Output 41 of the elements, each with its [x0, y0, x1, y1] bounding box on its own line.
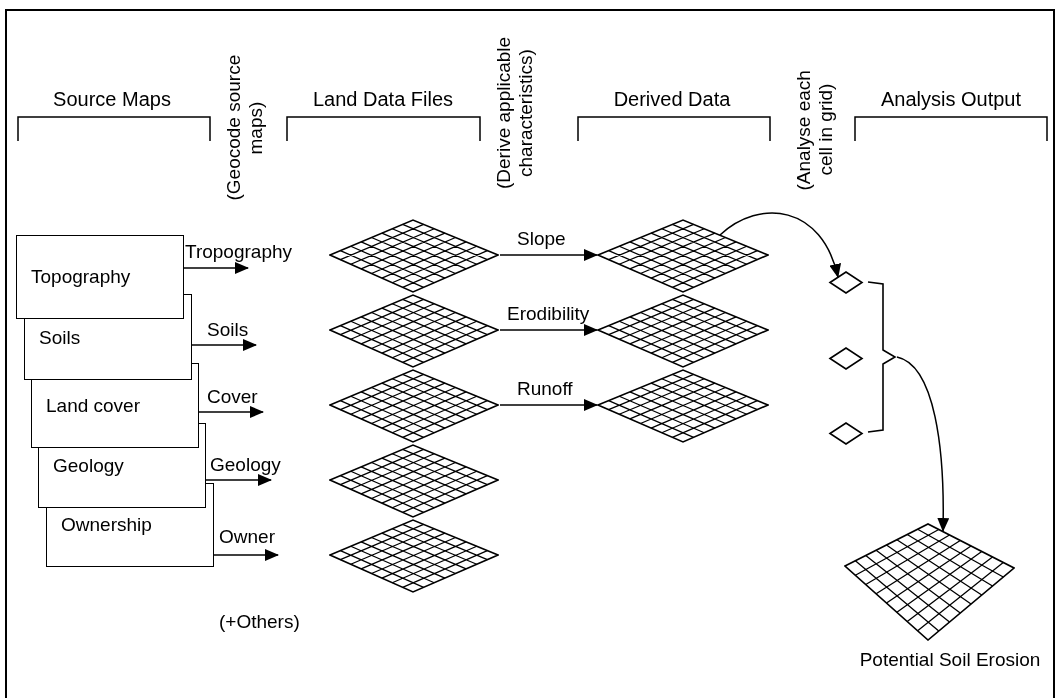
arrow [213, 549, 279, 561]
arrow [205, 474, 272, 486]
note-text: (+Others) [219, 612, 300, 633]
grid-layer-drawing [597, 219, 769, 293]
edge-label: Soils [207, 320, 249, 341]
output-caption: Potential Soil Erosion [859, 650, 1041, 671]
arrow [719, 212, 841, 278]
edge-label: Cover [207, 387, 258, 408]
edge-label: Runoff [517, 379, 573, 400]
grid-layer-drawing [597, 369, 769, 443]
cell-diamond [828, 420, 864, 446]
grid-layer-drawing [329, 519, 499, 593]
column-heading: Source Maps [53, 88, 171, 110]
grid-layer-drawing [597, 294, 769, 368]
map-sheet: Topography [16, 235, 184, 319]
arrow [499, 249, 598, 261]
arrow [499, 399, 598, 411]
edge-label: Erodibility [507, 304, 590, 325]
arrow [499, 324, 598, 336]
arrow [198, 406, 264, 418]
grid-layer-drawing [329, 444, 499, 518]
arrow [191, 339, 257, 351]
grid-layer-drawing [329, 369, 499, 443]
step-note: (Analyse each cell in grid) [793, 68, 837, 193]
edge-label: Owner [219, 527, 275, 548]
arrow [896, 356, 950, 532]
step-note: (Geocode source maps) [223, 54, 267, 203]
column-heading: Derived Data [613, 88, 731, 110]
grid-layer-drawing [329, 294, 499, 368]
cell-diamond [828, 345, 864, 371]
arrow [183, 262, 249, 274]
grid-layer-drawing [329, 219, 499, 293]
grid-layer-drawing [844, 523, 1015, 641]
edge-label: Slope [517, 229, 566, 250]
column-heading: Land Data Files [312, 88, 454, 110]
cell-diamond [828, 269, 864, 295]
edge-label: Geology [210, 455, 281, 476]
step-note: (Derive applicable characteristics) [493, 35, 537, 192]
curly-brace [866, 280, 897, 434]
edge-label: Tropography [185, 242, 293, 263]
column-heading: Analysis Output [880, 88, 1022, 110]
